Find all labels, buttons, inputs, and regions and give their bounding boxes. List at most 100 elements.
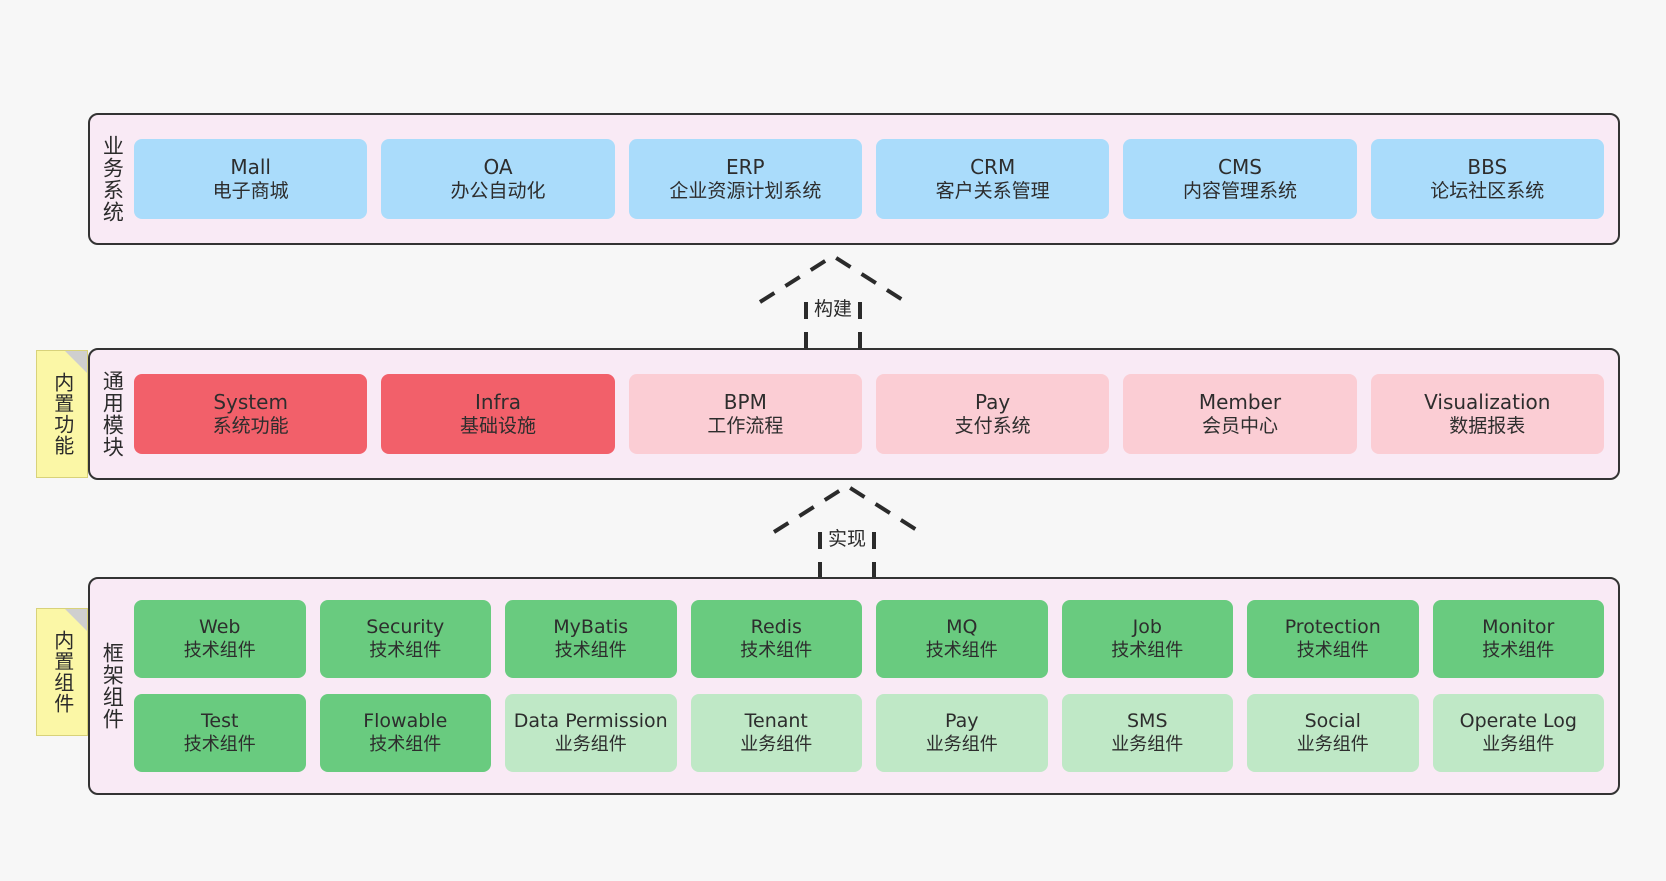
tier-business-systems: 业务系统 Mall 电子商城 OA 办公自动化 ERP 企业资源计划系统 CRM… xyxy=(88,113,1620,245)
node-mybatis[interactable]: MyBatis 技术组件 xyxy=(505,600,677,678)
node-subtitle: 技术组件 xyxy=(1296,639,1369,661)
sticky-note-builtin-features: 内置功能 xyxy=(36,350,88,478)
node-web[interactable]: Web 技术组件 xyxy=(134,600,306,678)
node-subtitle: 系统功能 xyxy=(212,414,289,437)
node-title: OA xyxy=(483,155,513,180)
node-subtitle: 技术组件 xyxy=(740,639,813,661)
node-data-permission[interactable]: Data Permission 业务组件 xyxy=(505,694,677,772)
node-subtitle: 业务组件 xyxy=(554,733,627,755)
node-subtitle: 支付系统 xyxy=(954,414,1031,437)
node-subtitle: 论坛社区系统 xyxy=(1430,179,1545,202)
node-bbs[interactable]: BBS 论坛社区系统 xyxy=(1370,139,1604,219)
node-title: Operate Log xyxy=(1459,710,1577,733)
node-title: Tenant xyxy=(744,710,808,733)
node-mall[interactable]: Mall 电子商城 xyxy=(134,139,368,219)
node-title: Member xyxy=(1198,390,1282,415)
node-title: Monitor xyxy=(1482,616,1555,639)
node-title: Visualization xyxy=(1424,390,1551,415)
node-tenant[interactable]: Tenant 业务组件 xyxy=(690,694,862,772)
connector-implement: 实现 xyxy=(752,478,942,586)
tier-row: Mall 电子商城 OA 办公自动化 ERP 企业资源计划系统 CRM 客户关系… xyxy=(134,139,1604,219)
node-pay[interactable]: Pay 支付系统 xyxy=(875,374,1110,454)
node-subtitle: 业务组件 xyxy=(740,733,813,755)
connector-label-build: 构建 xyxy=(813,298,853,320)
node-subtitle: 技术组件 xyxy=(1111,639,1184,661)
node-mq[interactable]: MQ 技术组件 xyxy=(876,600,1048,678)
node-title: Mall xyxy=(230,155,271,180)
node-member[interactable]: Member 会员中心 xyxy=(1123,374,1357,454)
node-title: Social xyxy=(1304,710,1361,733)
node-subtitle: 技术组件 xyxy=(1482,639,1555,661)
node-title: Test xyxy=(201,710,239,733)
node-flowable[interactable]: Flowable 技术组件 xyxy=(319,694,491,772)
node-subtitle: 业务组件 xyxy=(1296,733,1369,755)
node-operate-log[interactable]: Operate Log 业务组件 xyxy=(1432,694,1604,772)
node-title: Infra xyxy=(474,390,522,415)
node-title: ERP xyxy=(726,155,765,180)
node-title: Security xyxy=(366,616,445,639)
node-crm[interactable]: CRM 客户关系管理 xyxy=(875,139,1110,219)
node-title: MyBatis xyxy=(553,616,629,639)
node-title: Pay xyxy=(975,390,1011,415)
node-monitor[interactable]: Monitor 技术组件 xyxy=(1432,600,1604,678)
node-cms[interactable]: CMS 内容管理系统 xyxy=(1123,139,1357,219)
node-subtitle: 办公自动化 xyxy=(450,179,546,202)
tier-body-modules: System 系统功能 Infra 基础设施 BPM 工作流程 Pay 支付系统… xyxy=(134,350,1618,478)
node-visualization[interactable]: Visualization 数据报表 xyxy=(1370,374,1604,454)
tier-label-business: 业务系统 xyxy=(100,135,125,223)
node-bpm[interactable]: BPM 工作流程 xyxy=(628,374,862,454)
node-subtitle: 业务组件 xyxy=(925,733,998,755)
tier-body-business: Mall 电子商城 OA 办公自动化 ERP 企业资源计划系统 CRM 客户关系… xyxy=(134,115,1618,243)
node-title: BPM xyxy=(723,390,767,415)
tier-body-framework: Web 技术组件 Security 技术组件 MyBatis 技术组件 Redi… xyxy=(134,579,1618,793)
node-title: CMS xyxy=(1218,155,1262,180)
node-subtitle: 客户关系管理 xyxy=(935,179,1050,202)
node-title: SMS xyxy=(1126,710,1168,733)
node-title: Pay xyxy=(945,710,979,733)
node-title: CRM xyxy=(970,155,1016,180)
node-title: Flowable xyxy=(363,710,448,733)
node-subtitle: 基础设施 xyxy=(459,414,536,437)
node-subtitle: 技术组件 xyxy=(369,639,442,661)
node-infra[interactable]: Infra 基础设施 xyxy=(381,374,615,454)
node-subtitle: 企业资源计划系统 xyxy=(669,179,822,202)
sticky-note-builtin-components: 内置组件 xyxy=(36,608,88,736)
node-title: System xyxy=(213,390,288,415)
tier-row: System 系统功能 Infra 基础设施 BPM 工作流程 Pay 支付系统… xyxy=(134,374,1604,454)
node-system[interactable]: System 系统功能 xyxy=(134,374,368,454)
tier-common-modules: 通用模块 System 系统功能 Infra 基础设施 BPM 工作流程 Pay… xyxy=(88,348,1620,480)
node-title: Redis xyxy=(750,616,802,639)
node-security[interactable]: Security 技术组件 xyxy=(319,600,491,678)
node-erp[interactable]: ERP 企业资源计划系统 xyxy=(628,139,862,219)
node-title: Data Permission xyxy=(513,710,668,733)
node-oa[interactable]: OA 办公自动化 xyxy=(381,139,615,219)
tier-row: Web 技术组件 Security 技术组件 MyBatis 技术组件 Redi… xyxy=(134,600,1604,678)
tier-label-modules: 通用模块 xyxy=(100,370,125,458)
node-subtitle: 技术组件 xyxy=(369,733,442,755)
node-title: Protection xyxy=(1284,616,1381,639)
tier-label-framework: 框架组件 xyxy=(100,642,125,730)
node-subtitle: 技术组件 xyxy=(183,733,256,755)
node-subtitle: 业务组件 xyxy=(1111,733,1184,755)
node-title: Job xyxy=(1132,616,1162,639)
node-subtitle: 电子商城 xyxy=(212,179,289,202)
node-title: MQ xyxy=(946,616,978,639)
node-job[interactable]: Job 技术组件 xyxy=(1061,600,1233,678)
node-subtitle: 业务组件 xyxy=(1482,733,1555,755)
connector-build: 构建 xyxy=(738,248,928,356)
node-sms[interactable]: SMS 业务组件 xyxy=(1061,694,1233,772)
node-subtitle: 数据报表 xyxy=(1449,414,1526,437)
node-pay-component[interactable]: Pay 业务组件 xyxy=(876,694,1048,772)
connector-label-implement: 实现 xyxy=(827,528,867,550)
node-subtitle: 会员中心 xyxy=(1201,414,1278,437)
node-title: BBS xyxy=(1467,155,1508,180)
node-subtitle: 技术组件 xyxy=(183,639,256,661)
node-title: Web xyxy=(199,616,241,639)
tier-row: Test 技术组件 Flowable 技术组件 Data Permission … xyxy=(134,694,1604,772)
node-redis[interactable]: Redis 技术组件 xyxy=(690,600,862,678)
tier-framework-components: 框架组件 Web 技术组件 Security 技术组件 MyBatis 技术组件… xyxy=(88,577,1620,795)
node-test[interactable]: Test 技术组件 xyxy=(134,694,306,772)
node-social[interactable]: Social 业务组件 xyxy=(1247,694,1419,772)
node-protection[interactable]: Protection 技术组件 xyxy=(1247,600,1419,678)
